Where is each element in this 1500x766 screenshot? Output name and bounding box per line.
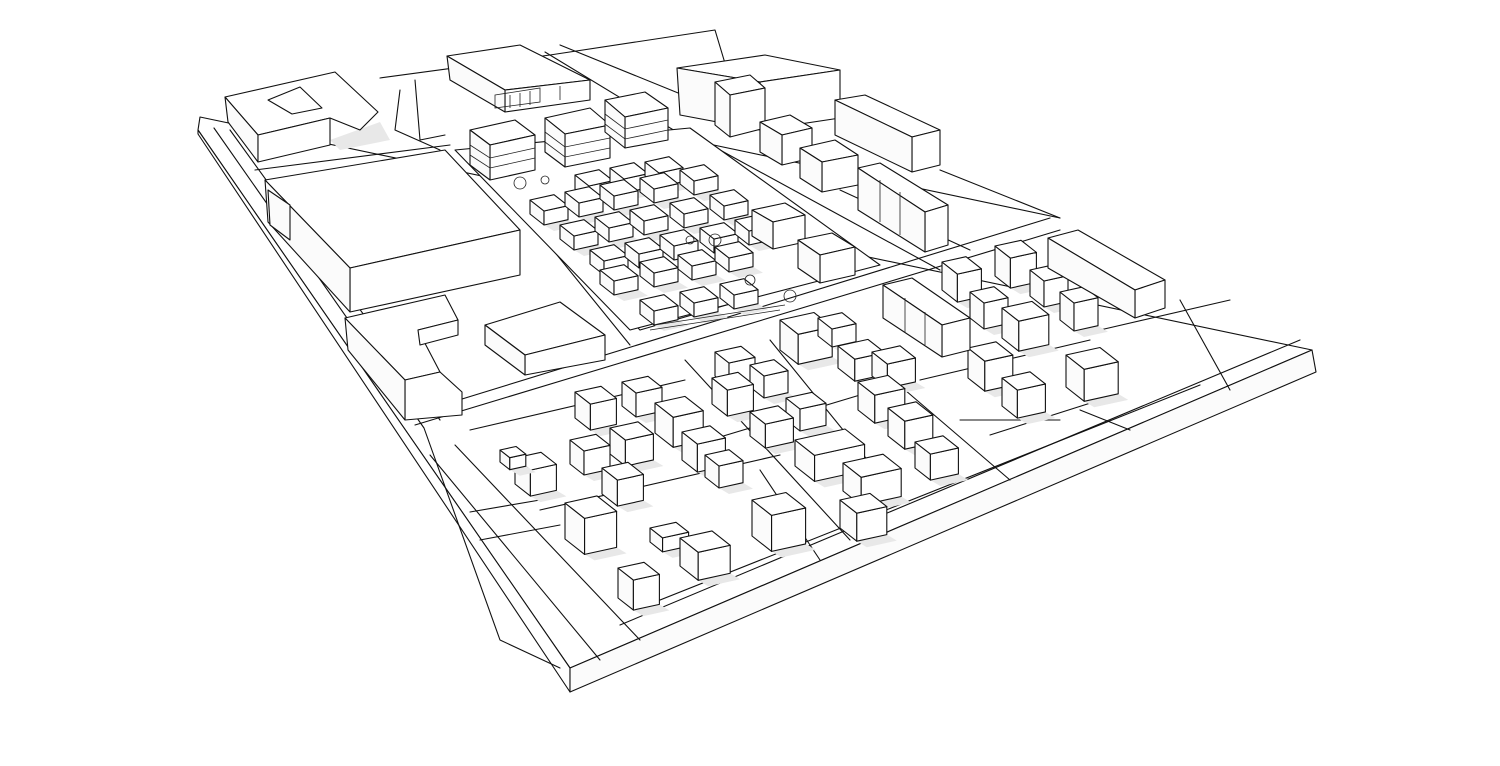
top-center-stepped-building bbox=[446, 44, 591, 113]
house-7 bbox=[601, 461, 654, 513]
terrace-tower-1 bbox=[469, 119, 536, 181]
house-9 bbox=[704, 449, 753, 494]
courtyard-building bbox=[224, 71, 390, 163]
townhouse-22 bbox=[714, 241, 763, 278]
townhouse-6 bbox=[599, 179, 648, 216]
townhouse-23 bbox=[639, 294, 688, 331]
house-19 bbox=[749, 405, 804, 455]
house-13 bbox=[617, 561, 670, 617]
terrace-tower-2 bbox=[544, 107, 611, 168]
townhouse-25 bbox=[719, 278, 768, 315]
right-residential-cubes bbox=[941, 239, 1129, 425]
right-residential-cube-5 bbox=[1059, 286, 1108, 337]
l-shaped-building bbox=[344, 294, 463, 421]
townhouse-11 bbox=[629, 204, 678, 241]
terrace-tower-3 bbox=[604, 91, 669, 149]
townhouse-3 bbox=[644, 156, 693, 193]
bar-building-right bbox=[857, 162, 949, 253]
townhouse-19 bbox=[599, 264, 648, 301]
low-warehouse-building bbox=[484, 301, 606, 376]
house-14 bbox=[751, 491, 816, 558]
townhouse-24 bbox=[679, 286, 728, 323]
long-slab-building-right bbox=[834, 94, 941, 173]
house-26 bbox=[914, 435, 969, 487]
right-residential-cube-6 bbox=[1001, 300, 1059, 358]
house-10 bbox=[564, 495, 627, 561]
cube-block-b bbox=[799, 139, 859, 193]
mid-cube-2 bbox=[797, 232, 856, 284]
townhouse-7 bbox=[639, 172, 688, 209]
top-right-tower bbox=[714, 74, 766, 138]
house-12 bbox=[679, 530, 741, 587]
mid-cube-1 bbox=[751, 202, 806, 250]
house-18 bbox=[785, 391, 836, 437]
large-retail-block bbox=[264, 149, 521, 313]
townhouse-21 bbox=[677, 249, 726, 286]
house-29 bbox=[839, 492, 897, 548]
townhouse-grid bbox=[529, 156, 783, 331]
townhouse-8 bbox=[679, 164, 728, 201]
right-row-block bbox=[882, 277, 971, 358]
house-5 bbox=[569, 433, 620, 481]
house-4 bbox=[609, 421, 664, 473]
house-16 bbox=[749, 359, 798, 404]
right-residential-cube-9 bbox=[1065, 346, 1129, 408]
right-residential-cube-8 bbox=[1001, 371, 1056, 425]
right-long-block bbox=[1047, 229, 1166, 319]
lower-district-houses bbox=[499, 311, 969, 617]
central-project-block bbox=[454, 91, 881, 331]
house-30 bbox=[499, 445, 536, 476]
